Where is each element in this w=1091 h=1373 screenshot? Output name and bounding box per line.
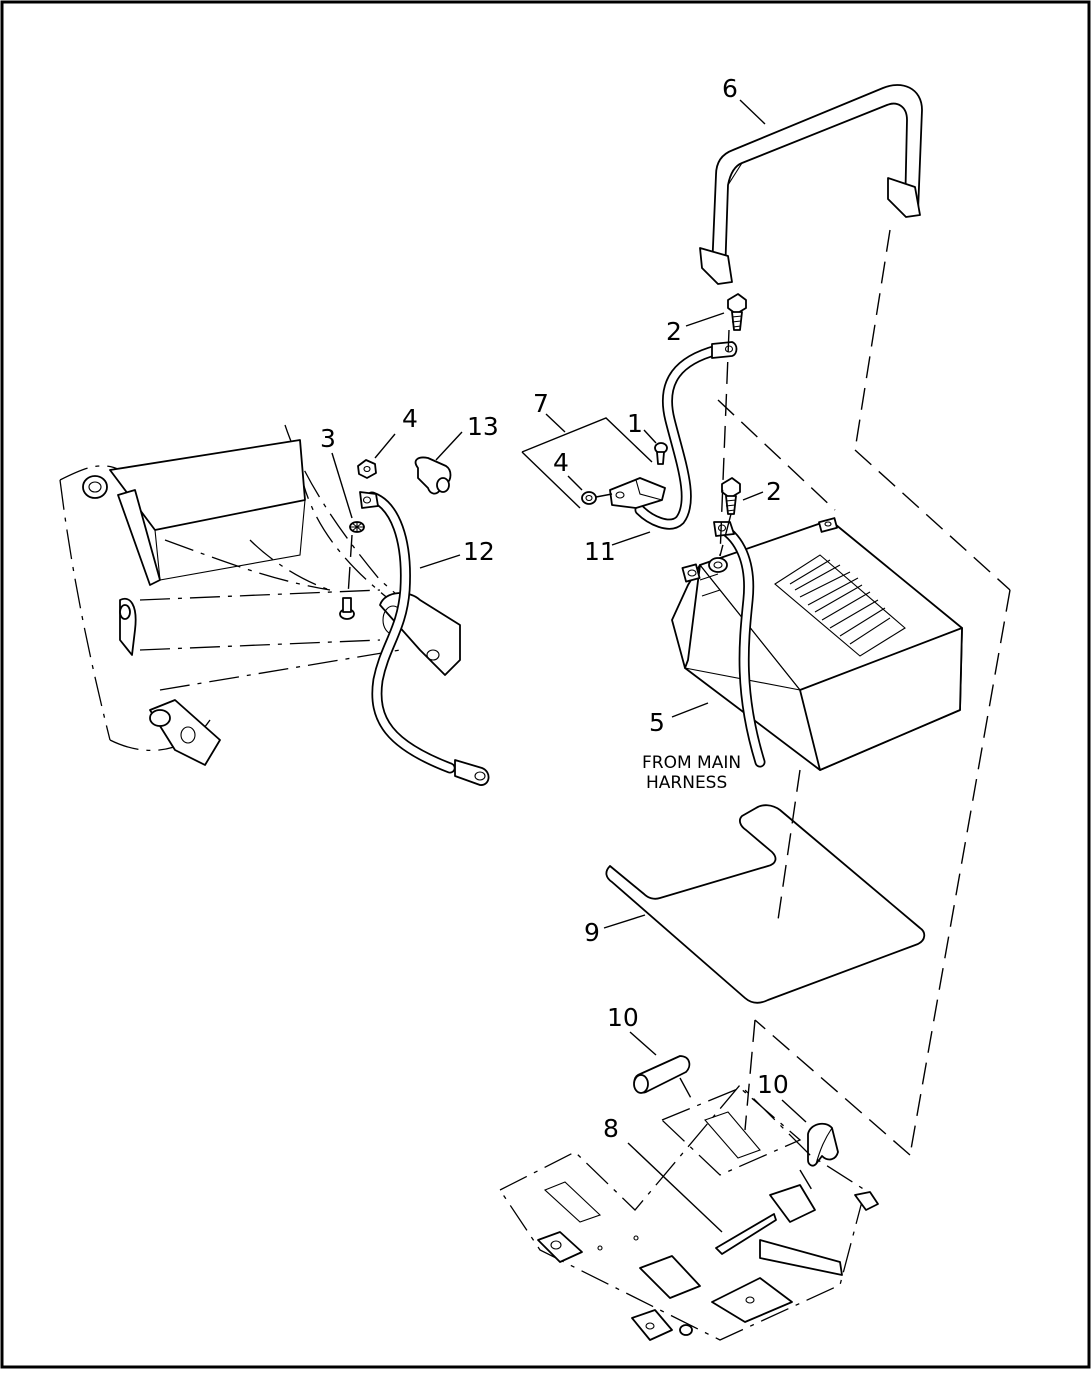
battery-pad-9: [605, 804, 926, 1004]
leader-9: [603, 914, 646, 929]
callout-3: 3: [320, 424, 336, 453]
callout-4-frame: 4: [402, 404, 418, 433]
leader-8: [627, 1142, 723, 1233]
callout-2-upper: 2: [666, 317, 682, 346]
leader-2a: [685, 312, 725, 327]
screw-1: [654, 442, 668, 465]
dash-ground: [347, 534, 353, 597]
callout-1: 1: [627, 409, 643, 438]
callout-6: 6: [722, 74, 738, 103]
callout-9: 9: [584, 918, 600, 947]
callout-10-right: 10: [757, 1070, 789, 1099]
callout-7: 7: [533, 389, 549, 418]
leader-10b: [781, 1099, 807, 1123]
leader-4b: [567, 475, 583, 491]
callout-labels: 6 2 2 7 1 4 4 3 13 12 11 5 9 10 10 8 FRO…: [320, 74, 789, 1143]
kit-bracket-7: [521, 417, 653, 509]
callout-2-lower: 2: [766, 477, 782, 506]
leader-2b: [742, 491, 764, 501]
nut-4b: [581, 491, 597, 505]
callout-5: 5: [649, 708, 665, 737]
note-harness: HARNESS: [646, 773, 727, 793]
ground-cable-12: [359, 491, 490, 786]
bumper-10a: [633, 1055, 691, 1094]
callout-11: 11: [584, 537, 616, 566]
leader-3: [331, 452, 353, 519]
ground-stud: [339, 597, 355, 620]
dash-bolt-upper: [719, 329, 730, 557]
alignment-lines: [679, 229, 1011, 1191]
positive-cable: [609, 341, 738, 530]
dash-bolt-lower: [719, 513, 732, 557]
bolt-lower: [721, 477, 741, 515]
battery-tray-8: [499, 1084, 879, 1341]
battery-strap: [699, 84, 923, 285]
frame-phantom: [59, 424, 461, 752]
leader-1: [643, 429, 657, 444]
leader-6: [739, 99, 766, 125]
bumper-10b: [807, 1122, 839, 1167]
leader-4a: [374, 433, 396, 459]
callout-10-left: 10: [607, 1003, 639, 1032]
callout-4-kit: 4: [553, 448, 569, 477]
leader-7: [545, 413, 566, 433]
leader-11: [611, 531, 651, 546]
bolt-upper: [727, 293, 747, 331]
battery-5: [671, 517, 964, 771]
dash-4b: [595, 493, 613, 498]
leader-13: [435, 431, 463, 461]
callout-12: 12: [463, 537, 495, 566]
note-from-main: FROM MAIN: [642, 753, 741, 773]
callout-13: 13: [467, 412, 499, 441]
lockwasher-3: [349, 521, 365, 533]
leader-10a: [629, 1031, 657, 1056]
terminal-boot-13: [414, 456, 452, 495]
harness-cable: [713, 521, 766, 768]
leader-12: [419, 554, 461, 569]
frame-detail: [82, 439, 461, 766]
leader-5: [671, 702, 709, 718]
nut-4a: [357, 459, 377, 479]
callout-8: 8: [603, 1114, 619, 1143]
